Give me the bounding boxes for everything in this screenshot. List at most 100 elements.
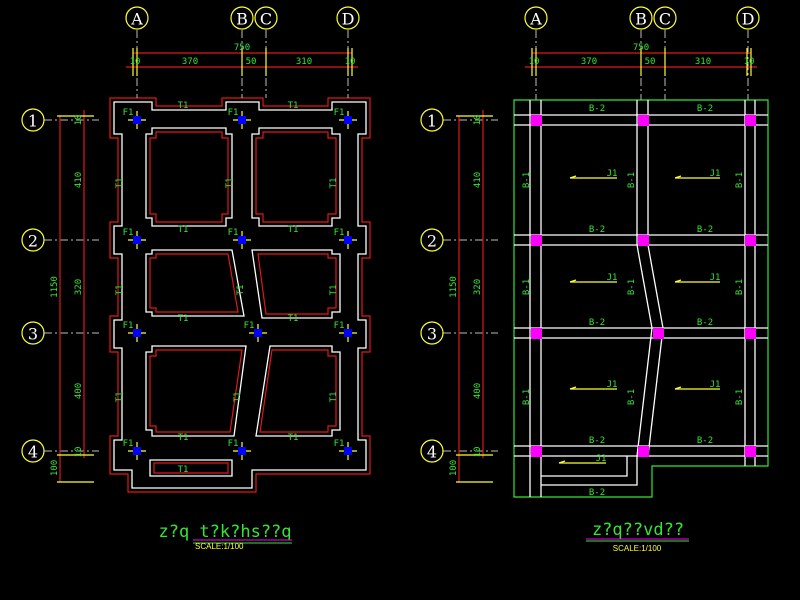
foundation-plan [109,97,371,493]
strip-label-t1: T1 [288,225,299,235]
strip-label-t1: T1 [288,101,299,111]
strip-label-t1: T1 [115,392,125,403]
dimension-label: 410 [473,172,483,188]
arrow-head-icon [674,175,682,179]
beam-plan [513,99,769,498]
beam-label-b1: B-1 [735,279,745,295]
axis-bubble [420,439,444,463]
dimension-label: 1150 [449,276,459,298]
beam-label-b1: B-1 [627,279,637,295]
dimension-label: 50 [246,57,257,67]
beam-column-icon [653,328,664,339]
dimension-label: 10 [74,115,84,126]
strip-label-t1: T1 [288,433,299,443]
strip-label-t1: T1 [115,285,125,296]
beam-label-b2: B-2 [589,318,605,328]
column-icon [133,116,141,124]
column-icon [238,447,246,455]
beam-label-b1: B-1 [627,172,637,188]
dimension-label: 320 [473,279,483,295]
arrow-head-icon [558,460,566,464]
strip-label-t1: T1 [225,178,235,189]
axis-bubble [420,228,444,252]
room-red [149,253,239,313]
dimension-label: 750 [633,43,649,53]
beam-column-icon [531,235,542,246]
strip-label-t1: T1 [233,392,243,403]
axis-label-D: D [742,10,755,29]
dimension-label: 400 [473,383,483,399]
dimension-label: 400 [74,383,84,399]
slab-label-j1: J1 [596,454,607,464]
strip-label-t1: T1 [288,314,299,324]
axis-bubble [736,6,760,30]
column-icon [238,236,246,244]
column-icon [238,116,246,124]
strip-label-t1: T1 [178,433,189,443]
room [145,249,245,317]
beam-column-icon [638,115,649,126]
axis-label-1: 1 [427,112,437,131]
axis-label-A: A [130,10,143,29]
footing-label-f1: F1 [228,439,239,449]
room-red [153,462,229,474]
arrow-head-icon [674,386,682,390]
beam-column-icon [745,328,756,339]
column-icon [133,236,141,244]
strip-label-t1: T1 [178,101,189,111]
footing-label-f1: F1 [334,439,345,449]
axis-bubble [230,6,254,30]
footing-label-f1: F1 [123,228,134,238]
column-icon [344,116,352,124]
right-drawing-title: z?q??vd?? [592,520,684,540]
beam-label-b2: B-2 [697,225,713,235]
axis-bubble [629,6,653,30]
footing-label-f1: F1 [228,228,239,238]
dimension-label: 50 [645,57,656,67]
axis-bubble [125,6,149,30]
strip-label-t1: T1 [115,178,125,189]
slab-label-j1: J1 [607,273,618,283]
axis-label-1: 1 [28,112,38,131]
axis-bubble [254,6,278,30]
slab-label-j1: J1 [710,380,721,390]
slab-label-j1: J1 [607,169,618,179]
beam-column-icon [638,446,649,457]
beam-label-b2: B-2 [697,436,713,446]
room [251,127,341,227]
footing-label-f1: F1 [334,228,345,238]
beam-label-b1: B-1 [735,389,745,405]
beam-label-b1: B-1 [735,172,745,188]
arrow-head-icon [569,175,577,179]
beam-label-b2: B-2 [589,104,605,114]
footing-label-f1: F1 [334,108,345,118]
axis-label-B: B [635,10,647,29]
beam-label-b2: B-2 [697,318,713,328]
room [149,459,233,477]
beam-column-icon [531,446,542,457]
axis-label-4: 4 [427,443,437,462]
beam-label-b1: B-1 [522,172,532,188]
slab-label-j1: J1 [710,273,721,283]
axis-label-3: 3 [427,325,437,344]
axis-bubble [21,108,45,132]
slab-boundary [513,99,769,498]
dimension-label: 310 [296,57,312,67]
column-icon [133,329,141,337]
axis-bubble [420,321,444,345]
axis-bubble [524,6,548,30]
room [251,249,341,319]
room-red [257,253,337,315]
beam-label-b1: B-1 [522,279,532,295]
axis-bubble [21,439,45,463]
dimension-label: 100 [449,460,459,476]
axis-label-A: A [529,10,542,29]
axis-label-2: 2 [28,232,38,251]
strip-label-t1: T1 [178,465,189,475]
footing-label-f1: F1 [244,321,255,331]
footing-label-f1: F1 [123,321,134,331]
axis-label-4: 4 [28,443,38,462]
footing-label-f1: F1 [334,321,345,331]
beam-label-b1: B-1 [627,389,637,405]
